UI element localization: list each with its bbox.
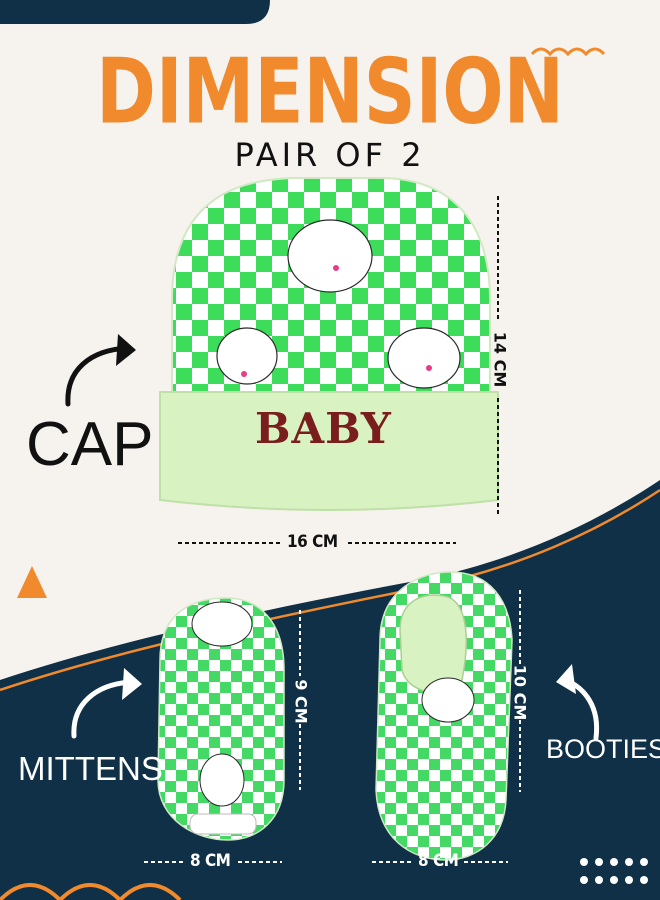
cap-label: CAP bbox=[26, 410, 154, 479]
wave-icon bbox=[530, 47, 606, 57]
booties-label: BOOTIES bbox=[546, 734, 660, 764]
dots-icon bbox=[580, 858, 648, 884]
cap-height-label: 14 CM bbox=[490, 331, 510, 388]
top-strip bbox=[0, 0, 270, 24]
mittens-label: MITTENS bbox=[18, 750, 163, 787]
cap-print-text: BABY bbox=[255, 404, 392, 453]
curved-arrow-icon bbox=[65, 345, 131, 407]
page-subtitle: PAIR OF 2 bbox=[234, 136, 426, 174]
mittens-height-label: 9 CM bbox=[291, 679, 311, 724]
mittens-width-label: 8 CM bbox=[190, 851, 231, 871]
cap-width-label: 16 CM bbox=[287, 532, 338, 552]
mitten-image bbox=[157, 597, 285, 841]
cap-image bbox=[159, 177, 499, 511]
booties-height-label: 10 CM bbox=[510, 664, 530, 721]
page-title: DIMENSION bbox=[96, 38, 564, 144]
triangle-icon bbox=[17, 566, 47, 598]
bootie-image bbox=[375, 571, 513, 861]
booties-width-label: 8 CM bbox=[418, 851, 459, 871]
